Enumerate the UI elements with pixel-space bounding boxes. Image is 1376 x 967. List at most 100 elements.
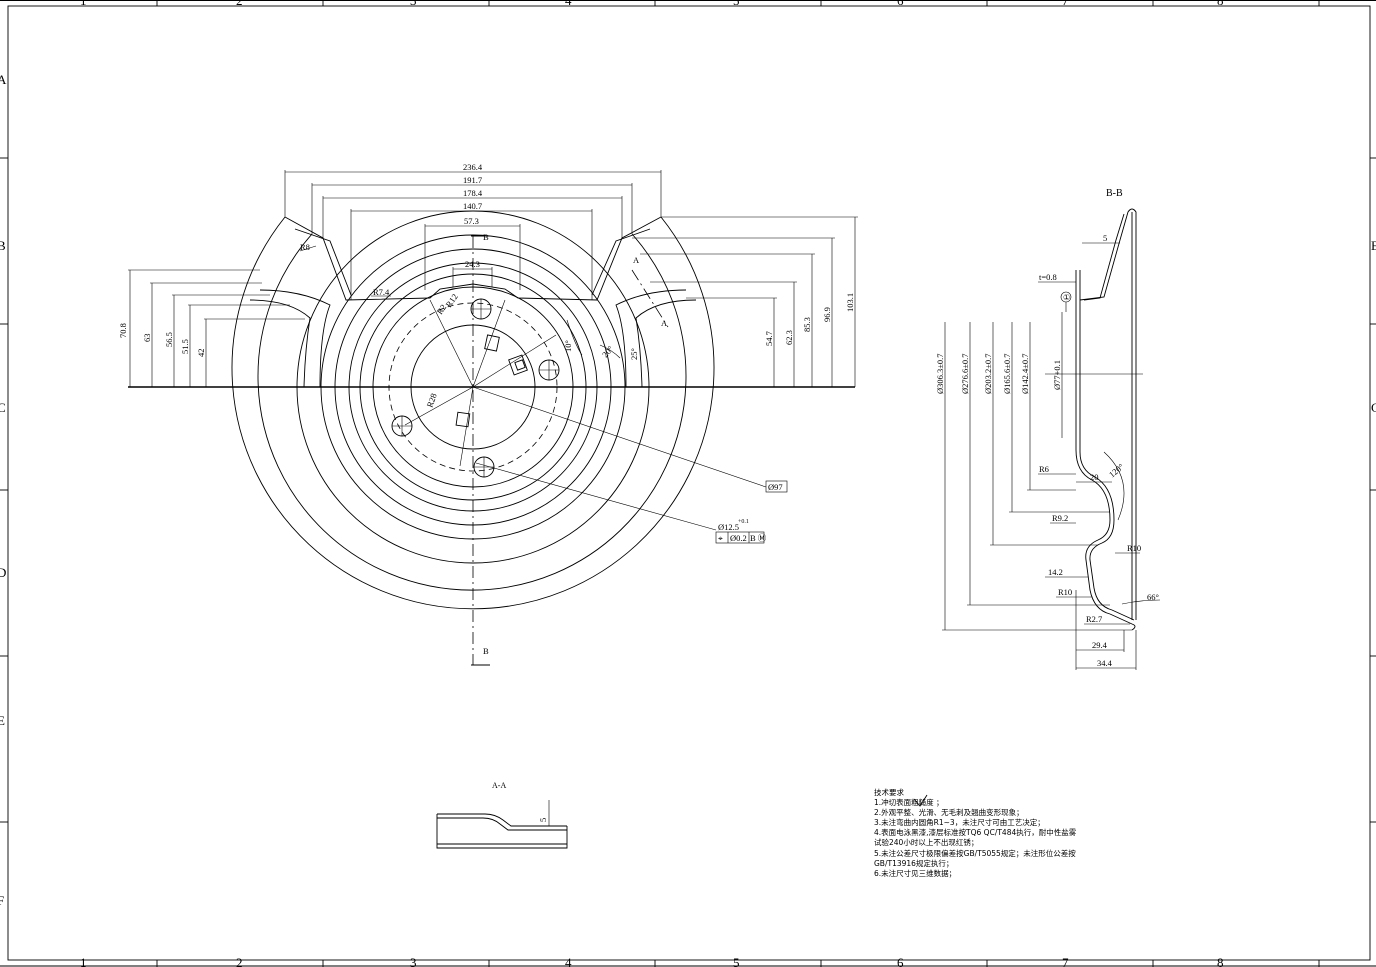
zone-col-3-bottom: 3 [410, 955, 417, 967]
roughness-symbol [913, 794, 928, 807]
dim-54: 54.7 [764, 331, 774, 346]
zone-col-6-bottom: 6 [897, 955, 904, 967]
dim-57: 57.3 [464, 216, 479, 226]
label-r6: R6 [1039, 464, 1049, 474]
label-d276: Ø276.6±0.7 [960, 353, 970, 394]
outer-flange [1079, 208, 1137, 620]
label-r2-7: R2.7 [1086, 614, 1102, 624]
label-120deg: 120° [1107, 461, 1126, 479]
label-d97: Ø97 [768, 482, 783, 492]
label-r9-2: R9.2 [1052, 513, 1068, 523]
dim-70: 70.8 [118, 323, 128, 338]
zone-col-4: 4 [565, 0, 572, 8]
zone-col-2: 2 [236, 0, 243, 8]
right-lobe [615, 289, 687, 388]
zone-col-5: 5 [733, 0, 740, 8]
left-height-dimensions: 70.8 63 56.5 51.5 42 [118, 269, 305, 387]
dim-236: 236.4 [463, 162, 483, 172]
note-line-4: 4.表面电泳黑漆,漆层标准按TQ6 QC/T484执行，耐中性盐雾 [874, 828, 1077, 838]
technical-requirements: 技术要求 1.冲切表面粗糙度 ； 2.外观平整、光滑、无毛刺及翘曲变形现象； 3… [874, 788, 1134, 879]
d97-box [765, 480, 788, 493]
tol-value: Ø0.2 [730, 533, 747, 543]
right-height-dimensions: 103.1 96.9 85.3 62.3 54.7 [632, 216, 858, 387]
note-line-8: 6.未注尺寸见三维数据； [874, 868, 957, 878]
label-66deg: 66° [1147, 592, 1159, 602]
width-dimensions: 236.4 191.7 178.4 140.7 57.3 24.3 [284, 162, 662, 300]
zone-row-c-right: C [1371, 400, 1376, 415]
zone-col-5-bottom: 5 [733, 955, 740, 967]
label-20: 20 [1090, 472, 1099, 482]
dim-103: 103.1 [845, 293, 855, 312]
dim-63: 63 [142, 334, 152, 343]
dim-178: 178.4 [463, 188, 483, 198]
aa-outline [436, 814, 568, 849]
zone-row-e: E [0, 713, 5, 728]
label-d12-5-tol: +0.1 [738, 519, 749, 525]
note-line-6: 5.未注公差尺寸极限偏差按GB/T5055规定；未注形位公差按 [874, 848, 1076, 858]
tab-square-2 [508, 354, 528, 376]
zone-row-b: B [0, 238, 6, 253]
label-r7-4: R7.4 [373, 287, 390, 297]
note-line-5: 试验240小时以上不出现红锈； [874, 838, 979, 848]
note-line-2: 2.外观平整、光滑、无毛刺及翘曲变形现象； [874, 808, 1024, 818]
dim-42: 42 [196, 349, 206, 358]
label-d165: Ø165.6±0.7 [1002, 353, 1012, 394]
label-10deg: 10° [563, 340, 573, 352]
cut-b-bottom: B [483, 646, 489, 656]
outer-circle [231, 216, 715, 610]
dim-85: 85.3 [802, 317, 812, 332]
zone-row-c: C [0, 400, 6, 415]
zone-col-8: 8 [1217, 0, 1224, 8]
label-25deg: 25° [629, 348, 639, 360]
aa-top-edge [437, 813, 567, 827]
tolerance-frame [715, 531, 765, 544]
zone-col-4-bottom: 4 [565, 955, 572, 967]
section-bb-title: B-B [1106, 188, 1123, 199]
label-29-4: 29.4 [1092, 640, 1108, 650]
note-line-7: GB/T13916规定执行； [874, 858, 954, 868]
zone-col-2-bottom: 2 [236, 955, 243, 967]
tol-symbol: ⌖ [718, 533, 723, 543]
label-r28: R28 [424, 392, 438, 409]
tab-square-3 [455, 411, 471, 428]
front-view: B B 236.4 191.7 [118, 162, 858, 666]
dim-191: 191.7 [463, 175, 482, 185]
section-bb-view: B-B t=0.8 5 ① Ø77+0.1 Ø306.3±0.7 Ø276.6±… [935, 188, 1161, 670]
cut-a-bottom: A [661, 318, 668, 328]
zone-col-7: 7 [1062, 0, 1069, 8]
label-d77: Ø77+0.1 [1052, 360, 1062, 390]
zone-col-1-bottom: 1 [80, 955, 87, 967]
label-14-2: 14.2 [1048, 567, 1063, 577]
cut-b-top: B [483, 232, 489, 242]
zone-col-6: 6 [897, 0, 904, 8]
left-lobe [259, 289, 331, 388]
aa-label-5: 5 [538, 818, 548, 822]
section-profile [1075, 270, 1136, 631]
zone-row-b-right: B [1371, 238, 1376, 253]
label-d12-5: Ø12.5 [718, 522, 739, 532]
label-d142: Ø142.4±0.7 [1020, 353, 1030, 394]
zone-col-3: 3 [410, 0, 417, 8]
zone-col-8-bottom: 8 [1217, 955, 1224, 967]
dim-96: 96.9 [822, 307, 832, 322]
cut-a-top: A [633, 255, 640, 265]
label-r10-b: R10 [1058, 587, 1072, 597]
label-34-4: 34.4 [1097, 658, 1113, 668]
dim-140: 140.7 [463, 201, 482, 211]
label-5: 5 [1103, 233, 1107, 243]
dim-51: 51.5 [180, 339, 190, 354]
dim-56: 56.5 [164, 332, 174, 347]
note-line-1: 1.冲切表面粗糙度 ； [874, 798, 944, 808]
label-r10-a: R10 [1127, 543, 1141, 553]
label-t: t=0.8 [1039, 272, 1057, 282]
cut-line-a [631, 269, 669, 328]
zone-row-f: F [0, 893, 4, 908]
zone-row-a: A [0, 72, 7, 87]
notes-title: 技术要求 [874, 788, 904, 797]
marker-text: ① [1063, 293, 1070, 302]
dim-24: 24.3 [465, 259, 480, 269]
second-circle [257, 233, 687, 591]
